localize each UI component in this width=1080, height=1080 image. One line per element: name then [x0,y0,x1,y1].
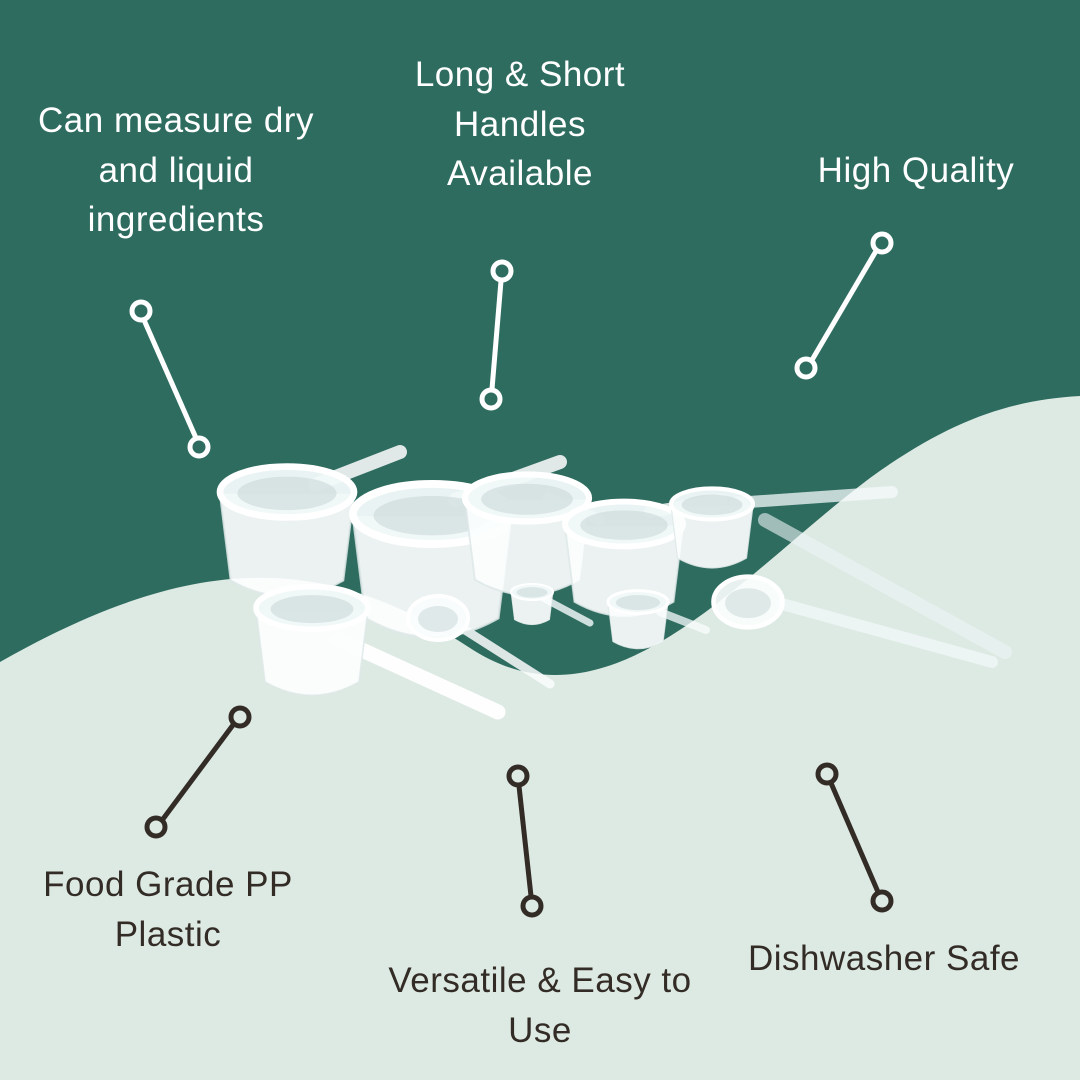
scoop-bowls [220,467,783,696]
leader-line-versatile [506,764,544,918]
callout-material-label: Food Grade PP Plastic [43,865,293,954]
leader-line-material [144,705,252,839]
callout-measure-label: Can measure dry and liquid ingredients [38,101,314,240]
callout-quality-label: High Quality [817,151,1015,190]
scoop-handles [308,445,1012,720]
callout-versatile-label: Versatile & Easy to Use [388,961,692,1050]
callout-dishwasher-label: Dishwasher Safe [747,939,1021,978]
leader-line-dishwasher [815,762,894,913]
leader-line-quality [794,231,894,380]
leader-line-handles [479,259,514,411]
callout-handles-label: Long & Short Handles Available [414,55,626,194]
leader-line-measure [129,299,211,459]
